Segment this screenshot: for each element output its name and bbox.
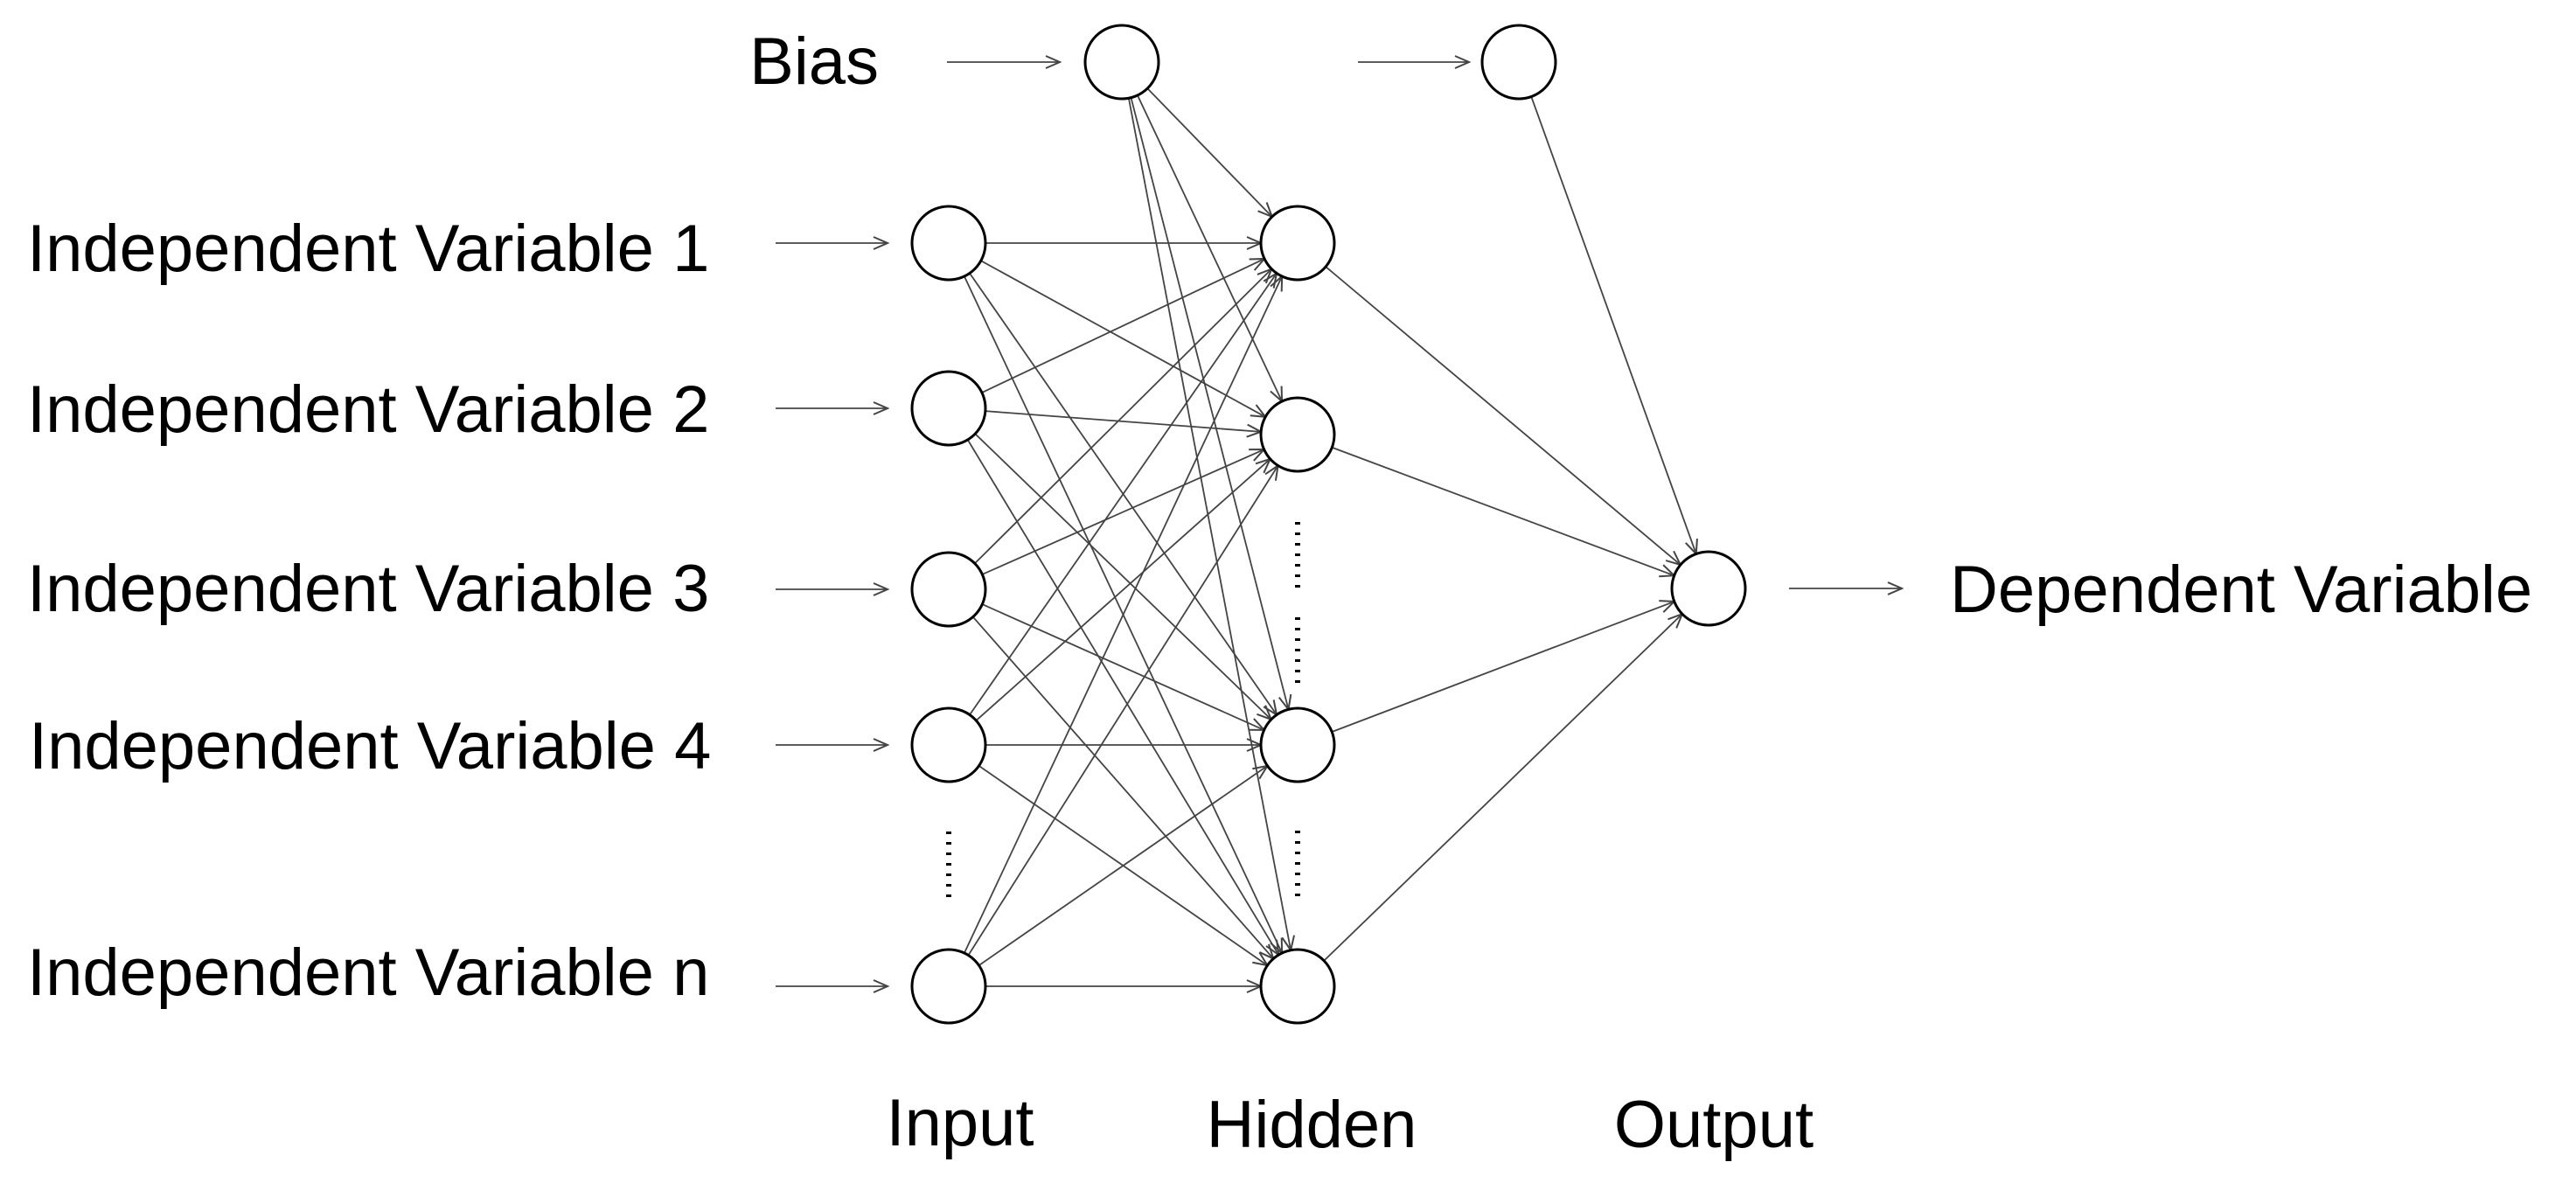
labels: Bias Independent Variable 1 Independent … bbox=[27, 24, 2532, 1162]
edge-input-3-hidden-2 bbox=[982, 449, 1264, 575]
input-node-2 bbox=[910, 370, 987, 447]
bias-label: Bias bbox=[749, 24, 879, 99]
edge-bias-output bbox=[1530, 96, 1696, 554]
bias-node-hidden bbox=[1480, 24, 1557, 101]
edge-bias-hidden-2 bbox=[1137, 94, 1282, 401]
edge-input-1-hidden-2 bbox=[980, 260, 1265, 417]
output-node bbox=[1670, 550, 1747, 627]
input-label-4: Independent Variable 4 bbox=[29, 709, 711, 783]
bias-node-input bbox=[1083, 24, 1160, 101]
edge-bias-hidden-4 bbox=[1127, 98, 1291, 950]
input-label-1: Independent Variable 1 bbox=[27, 212, 709, 286]
edge-hidden-1-output bbox=[1325, 266, 1681, 565]
input-node-4 bbox=[910, 706, 987, 783]
input-label-2: Independent Variable 2 bbox=[27, 372, 709, 447]
edge-bias-hidden-1 bbox=[1146, 87, 1271, 217]
edge-input-2-hidden-3 bbox=[974, 433, 1271, 720]
input-arrows bbox=[776, 62, 1902, 986]
output-label: Dependent Variable bbox=[1950, 553, 2532, 627]
input-node-3 bbox=[910, 551, 987, 628]
edge-input-5-hidden-3 bbox=[978, 766, 1268, 966]
nodes bbox=[910, 24, 1747, 1025]
input-layer-label: Input bbox=[886, 1086, 1034, 1160]
hidden-node-3 bbox=[1259, 706, 1336, 783]
input-label-3: Independent Variable 3 bbox=[27, 552, 709, 626]
input-label-n: Independent Variable n bbox=[27, 936, 709, 1010]
hidden-node-1 bbox=[1259, 205, 1336, 282]
edge-input-3-hidden-1 bbox=[974, 269, 1271, 565]
edge-input-4-hidden-2 bbox=[975, 459, 1270, 721]
edge-input-3-hidden-4 bbox=[972, 616, 1274, 959]
edge-input-2-hidden-2 bbox=[985, 410, 1261, 432]
edge-hidden-2-output bbox=[1332, 446, 1674, 576]
hidden-layer-label: Hidden bbox=[1207, 1088, 1417, 1162]
edge-bias-hidden-3 bbox=[1130, 97, 1288, 710]
hidden-node-4 bbox=[1259, 948, 1336, 1025]
edge-hidden-3-output bbox=[1331, 602, 1674, 733]
edge-hidden-4-output bbox=[1323, 614, 1682, 962]
edge-input-2-hidden-4 bbox=[966, 439, 1279, 955]
hidden-node-2 bbox=[1259, 396, 1336, 473]
input-node-1 bbox=[910, 205, 987, 282]
ellipsis-marks bbox=[946, 522, 1300, 901]
output-layer-label: Output bbox=[1614, 1088, 1814, 1162]
input-node-n bbox=[910, 948, 987, 1025]
edge-input-5-hidden-1 bbox=[964, 276, 1282, 954]
edge-input-5-hidden-2 bbox=[967, 465, 1278, 956]
edge-input-2-hidden-1 bbox=[981, 259, 1264, 393]
edge-input-3-hidden-3 bbox=[981, 603, 1264, 730]
connection-edges bbox=[964, 87, 1696, 986]
edge-input-4-hidden-1 bbox=[969, 273, 1277, 716]
